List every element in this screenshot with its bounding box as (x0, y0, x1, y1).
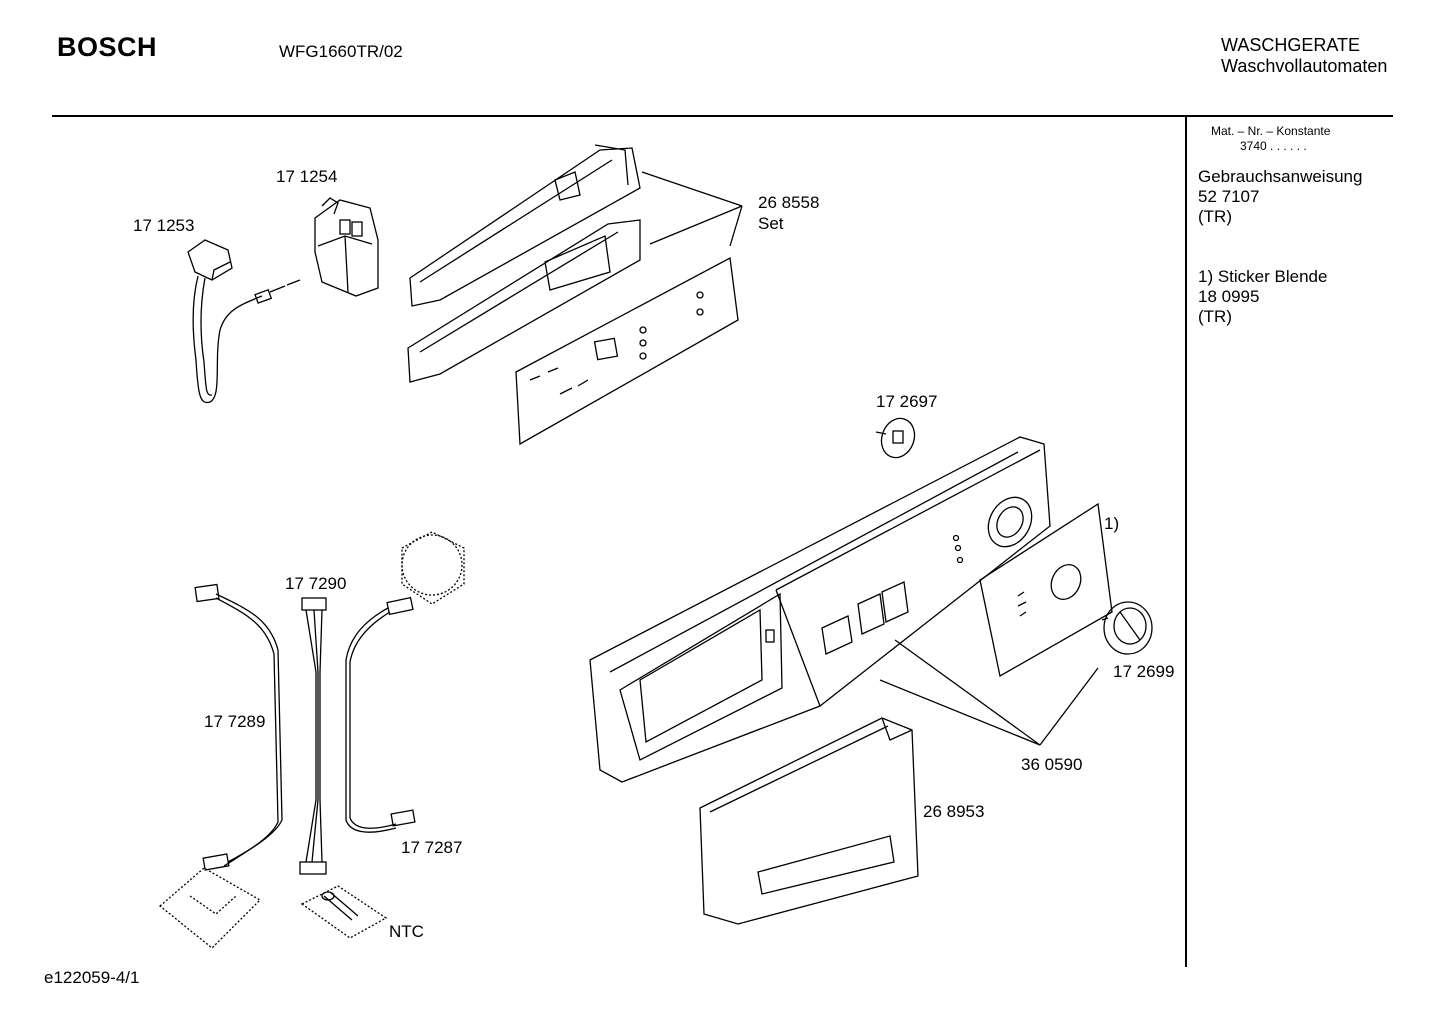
mat-number-label: Mat. – Nr. – Konstante (1211, 124, 1331, 138)
sidebar-divider (1185, 115, 1187, 967)
program-knob-drawing (875, 417, 916, 459)
part-label-set: Set (758, 214, 784, 233)
control-module-drawing (407, 144, 739, 446)
suppressor-drawing (314, 197, 379, 297)
header-divider (52, 115, 1393, 117)
manual-title: Gebrauchsanweisung (1198, 167, 1363, 186)
knob-drawing (1101, 601, 1153, 655)
mains-plug-cable-drawing (187, 239, 301, 404)
part-label-171253: 17 1253 (133, 216, 195, 235)
ghost-components-drawing (158, 531, 465, 949)
wire-harness-middle-drawing (299, 597, 327, 875)
model-number: WFG1660TR/02 (279, 42, 403, 61)
part-label-ntc: NTC (389, 922, 424, 941)
ntc-sensor-drawing (300, 885, 388, 939)
part-label-172699: 17 2699 (1113, 662, 1175, 681)
mat-number-value: 3740 . . . . . . (1240, 139, 1307, 153)
sticker-panel-drawing (979, 502, 1113, 678)
manual-number: 52 7107 (1198, 187, 1260, 206)
wire-harness-right-drawing (345, 596, 416, 833)
wire-harness-left-drawing (194, 583, 283, 871)
part-label-360590: 36 0590 (1021, 755, 1083, 774)
sticker-number: 18 0995 (1198, 287, 1260, 306)
control-panel-drawing (589, 436, 1051, 783)
part-label-268558: 26 8558 (758, 193, 820, 212)
part-label-177290: 17 7290 (285, 574, 347, 593)
part-label-171254: 17 1254 (276, 167, 338, 186)
part-label-177287: 17 7287 (401, 838, 463, 857)
drawer-handle-drawing (699, 717, 919, 925)
manual-language: (TR) (1198, 207, 1232, 226)
part-label-177289: 17 7289 (204, 712, 266, 731)
leader-lines (641, 171, 1099, 746)
sticker-title: 1) Sticker Blende (1198, 267, 1328, 286)
part-label-268953: 26 8953 (923, 802, 985, 821)
sticker-language: (TR) (1198, 307, 1232, 326)
category-title: WASCHGERATE (1221, 35, 1361, 55)
part-label-172697: 17 2697 (876, 392, 938, 411)
note-marker-1: 1) (1104, 514, 1120, 533)
category-subtitle: Waschvollautomaten (1221, 56, 1388, 76)
brand-logo: BOSCH (57, 32, 158, 62)
drawing-code: e122059-4/1 (44, 968, 140, 987)
